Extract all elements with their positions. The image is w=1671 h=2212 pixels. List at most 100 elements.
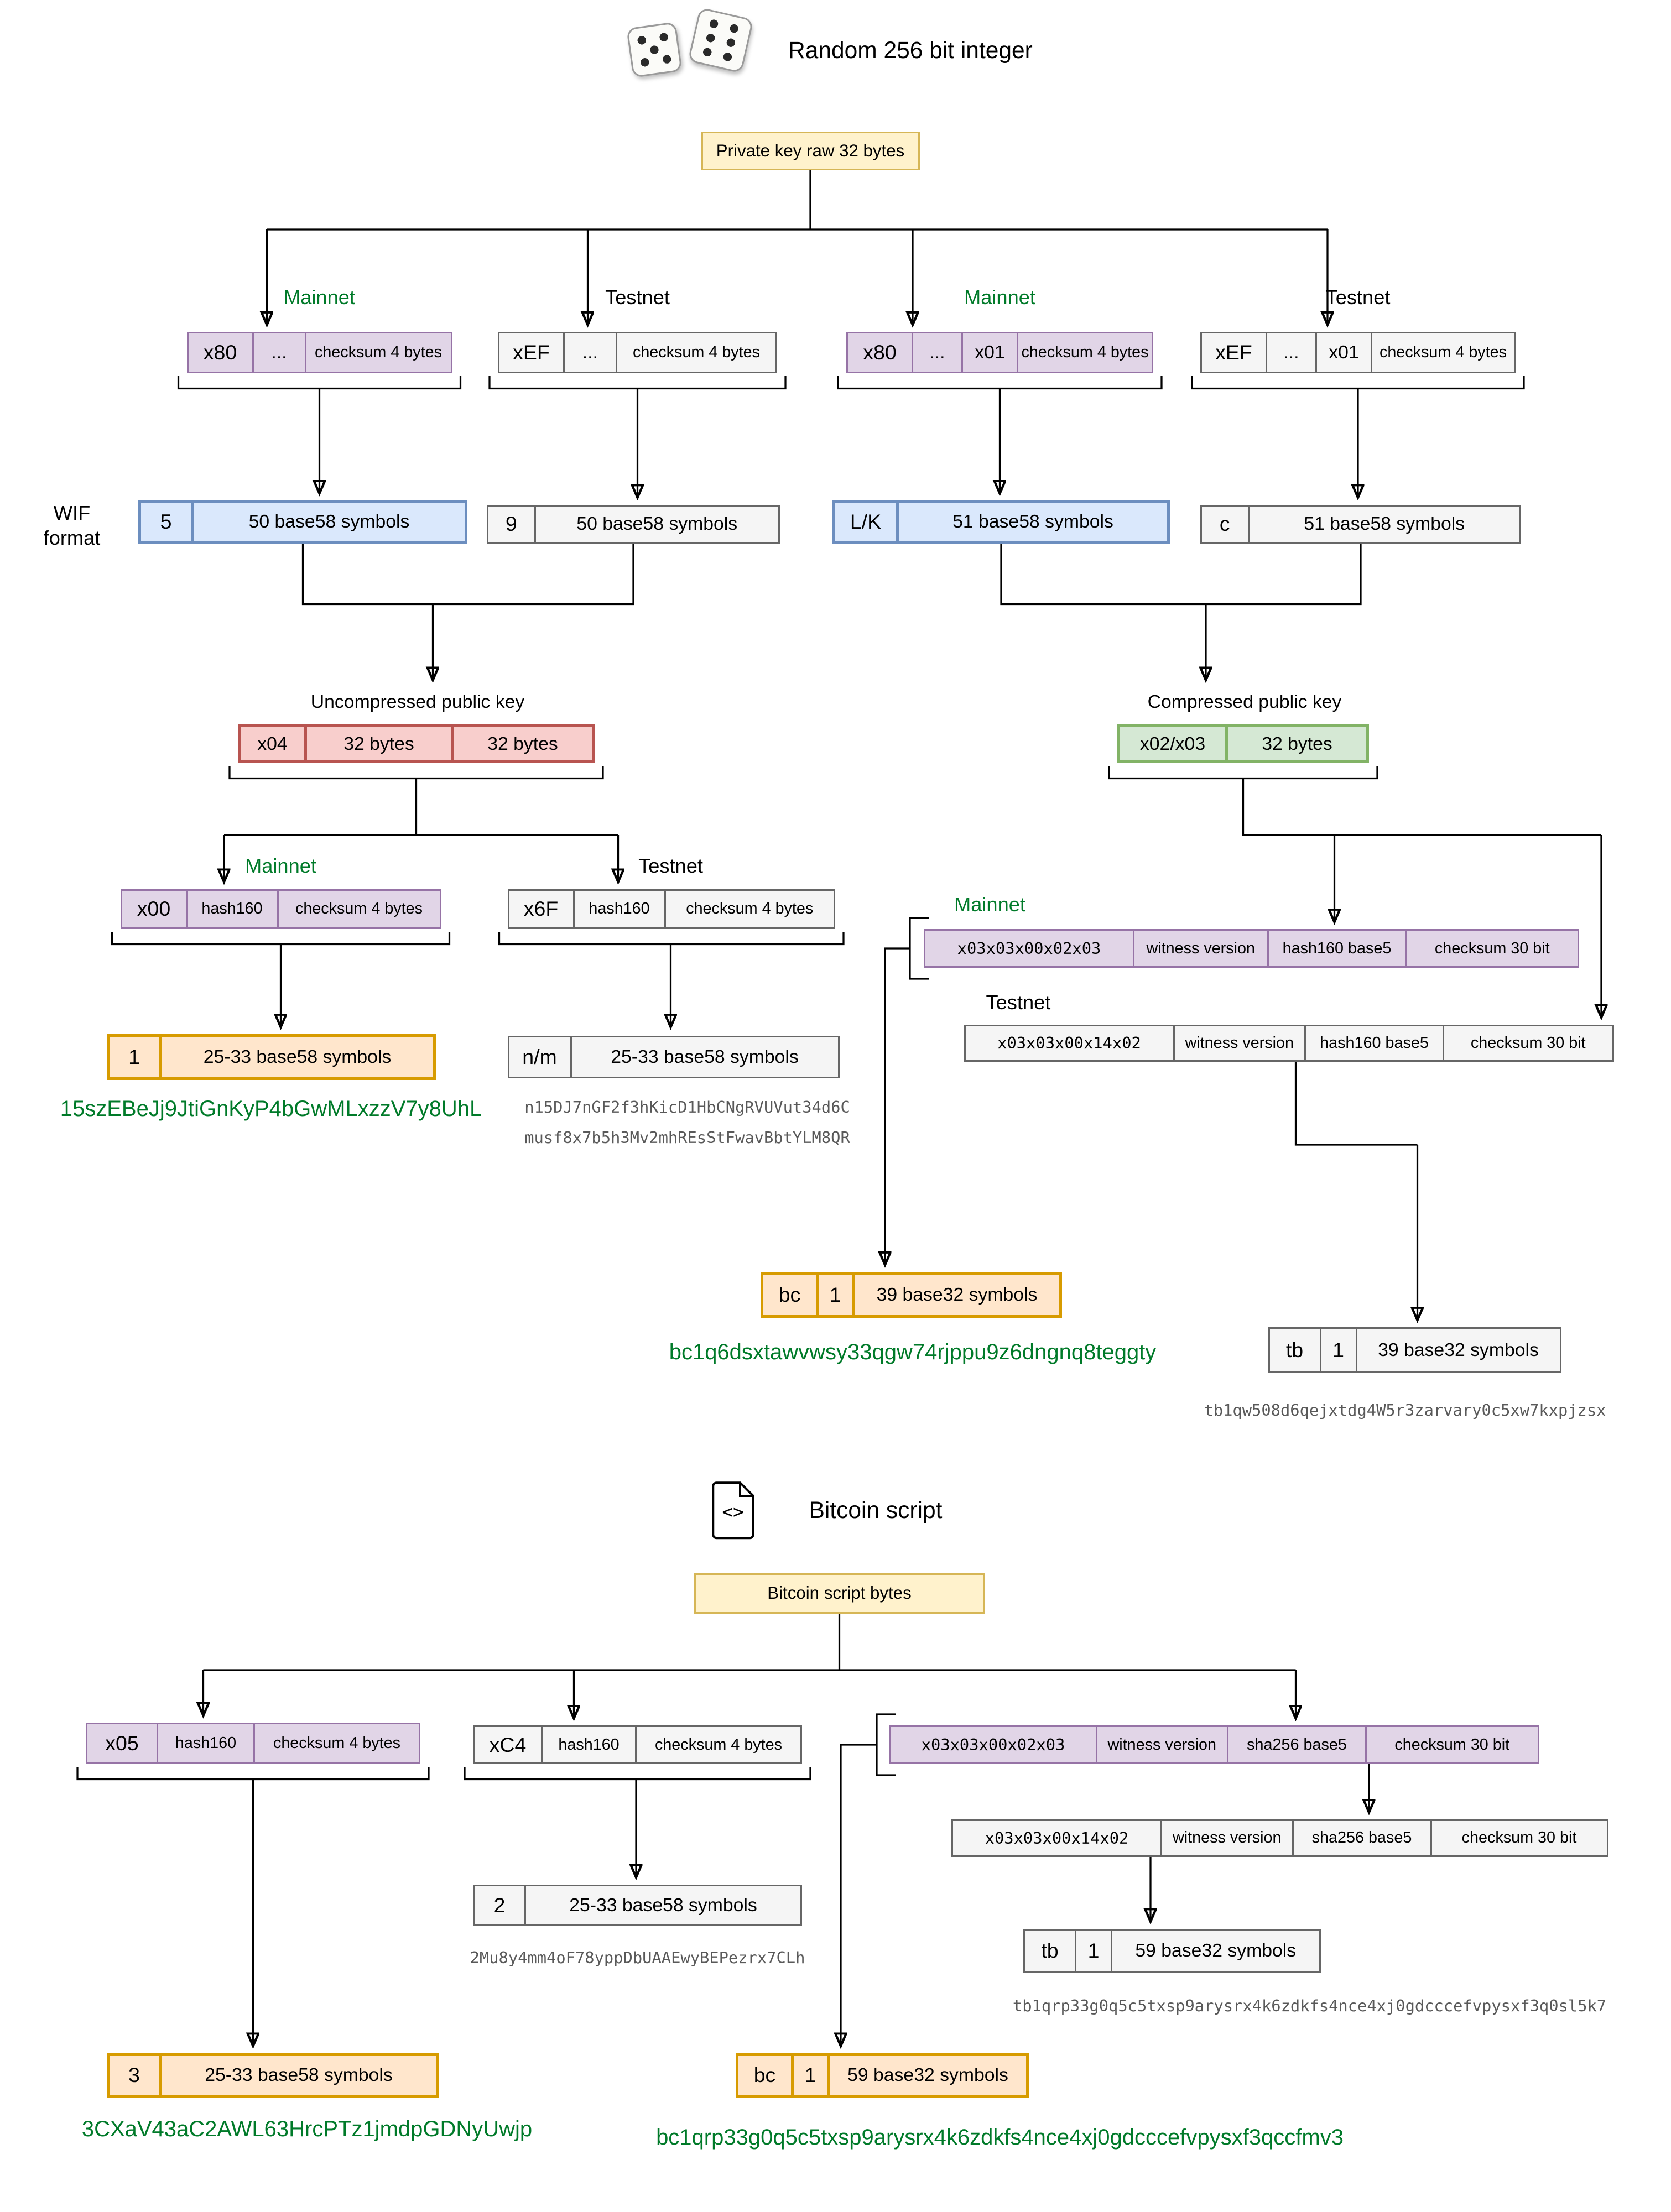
witness-version-seg: witness version — [1095, 1727, 1227, 1762]
version-prefix-seg: xC4 — [489, 1733, 527, 1756]
svg-text:<>: <> — [722, 1501, 743, 1522]
hrp-bytes-seg: x03x03x00x14x02 — [985, 1828, 1129, 1848]
p2wpkh-testnet-box: x03x03x00x14x02 witness version hash160 … — [964, 1024, 1614, 1062]
symbols-seg: 39 base32 symbols — [852, 1275, 1059, 1315]
compression-flag-seg: x01 — [961, 333, 1017, 372]
checksum-seg: checksum 4 bytes — [1371, 333, 1514, 372]
script-bytes-box: Bitcoin script bytes — [694, 1573, 985, 1614]
witness-version-seg: witness version — [1160, 1821, 1292, 1855]
privkey-testnet-uncompressed-box: xEF ... checksum 4 bytes — [498, 332, 777, 373]
prefix-seg: 5 — [160, 510, 172, 534]
testnet-label: Testnet — [986, 991, 1051, 1014]
payload-ellipsis-seg: ... — [563, 333, 616, 372]
checksum-seg: checksum 4 bytes — [664, 890, 834, 927]
hash160-seg: hash160 — [541, 1727, 635, 1762]
uncompressed-pubkey-box: x04 32 bytes 32 bytes — [238, 724, 595, 763]
address-box-p2wpkh-mainnet: bc 1 39 base32 symbols — [761, 1272, 1062, 1318]
checksum-seg: checksum 4 bytes — [253, 1724, 419, 1762]
version-prefix-seg: xEF — [513, 341, 550, 364]
hash160-seg: hash160 — [157, 1724, 253, 1762]
symbols-seg: 59 base32 symbols — [1111, 1930, 1319, 1971]
hash-base5-seg: hash160 base5 — [1267, 931, 1405, 966]
version-prefix-seg: x00 — [137, 897, 171, 921]
checksum-seg: checksum 30 bit — [1405, 931, 1578, 966]
address-p2pkh-testnet-n: n15DJ7nGF2f3hKicD1HbCNgRVUVut34d6C — [524, 1098, 850, 1117]
p2wsh-testnet-box: x03x03x00x14x02 witness version sha256 b… — [951, 1819, 1608, 1857]
testnet-label: Testnet — [638, 854, 703, 877]
address-box-p2sh-mainnet: 3 25-33 base58 symbols — [106, 2053, 439, 2098]
prefix-seg: x02/x03 — [1139, 733, 1206, 754]
script-icon: <> — [711, 1481, 754, 1540]
prefix-seg: 2 — [493, 1893, 506, 1917]
hrp-bytes-seg: x03x03x00x14x02 — [997, 1034, 1141, 1053]
privkey-mainnet-compressed-box: x80 ... x01 checksum 4 bytes — [846, 332, 1153, 373]
symbols-seg: 25-33 base58 symbols — [570, 1037, 838, 1077]
address-box-p2sh-testnet: 2 25-33 base58 symbols — [473, 1884, 802, 1926]
checksum-seg: checksum 4 bytes — [1017, 333, 1152, 372]
p2pkh-mainnet-box: x00 hash160 checksum 4 bytes — [120, 889, 441, 929]
symbols-seg: 51 base58 symbols — [1247, 506, 1520, 542]
privkey-testnet-compressed-box: xEF ... x01 checksum 4 bytes — [1200, 332, 1516, 373]
address-p2wpkh-mainnet: bc1q6dsxtawvwsy33qgw74rjppu9z6dngnq8tegg… — [669, 1339, 1157, 1364]
checksum-seg: checksum 4 bytes — [635, 1727, 800, 1762]
compressed-pubkey-label: Compressed public key — [1147, 691, 1342, 712]
witness-version-seg: witness version — [1173, 1026, 1305, 1060]
address-p2wsh-mainnet: bc1qrp33g0q5c5txsp9arysrx4k6zdkfs4nce4xj… — [656, 2125, 1344, 2150]
prefix-seg: c — [1219, 512, 1230, 535]
mainnet-label: Mainnet — [245, 854, 316, 877]
version-prefix-seg: x05 — [105, 1731, 139, 1755]
hrp-bytes-seg: x03x03x00x02x03 — [921, 1735, 1065, 1754]
mainnet-label: Mainnet — [284, 286, 355, 309]
testnet-label: Testnet — [1325, 286, 1391, 309]
private-key-label: Private key raw 32 bytes — [716, 140, 905, 160]
payload-ellipsis-seg: ... — [912, 333, 961, 372]
address-p2wsh-testnet: tb1qrp33g0q5c5txsp9arysrx4k6zdkfs4nce4xj… — [1012, 1996, 1607, 2015]
witness-version-seg: witness version — [1133, 931, 1267, 966]
separator-seg: 1 — [791, 2056, 827, 2095]
version-prefix-seg: x80 — [203, 341, 237, 364]
checksum-seg: checksum 30 bit — [1365, 1727, 1538, 1762]
page-title: Random 256 bit integer — [788, 37, 1033, 64]
script-bytes-label: Bitcoin script bytes — [767, 1583, 912, 1603]
checksum-seg: checksum 30 bit — [1443, 1026, 1612, 1060]
hrp-bytes-seg: x03x03x00x02x03 — [957, 939, 1101, 958]
symbols-seg: 39 base32 symbols — [1355, 1329, 1560, 1371]
hash-base5-seg: hash160 base5 — [1304, 1026, 1443, 1060]
bytes-seg: 32 bytes — [1225, 727, 1366, 760]
uncompressed-pubkey-label: Uncompressed public key — [310, 691, 525, 712]
prefix-seg: 1 — [128, 1045, 140, 1068]
private-key-box: Private key raw 32 bytes — [701, 131, 920, 170]
separator-seg: 1 — [1319, 1329, 1356, 1371]
script-section-title: Bitcoin script — [809, 1497, 943, 1524]
version-prefix-seg: xEF — [1215, 341, 1252, 364]
p2wsh-mainnet-box: x03x03x00x02x03 witness version sha256 b… — [889, 1725, 1539, 1764]
address-p2wpkh-testnet: tb1qw508d6qejxtdg4W5r3zarvary0c5xw7kxpjz… — [1204, 1400, 1606, 1420]
payload-ellipsis-seg: ... — [1266, 333, 1315, 372]
hrp-seg: tb — [1285, 1338, 1304, 1361]
hrp-seg: tb — [1041, 1939, 1059, 1962]
payload-ellipsis-seg: ... — [252, 333, 305, 372]
p2pkh-testnet-box: x6F hash160 checksum 4 bytes — [507, 889, 835, 929]
address-p2pkh-testnet-m: musf8x7b5h3Mv2mhREsStFwavBbtYLM8QR — [524, 1128, 850, 1147]
hash160-seg: hash160 — [185, 890, 277, 927]
address-p2sh-mainnet: 3CXaV43aC2AWL63HrcPTz1jmdpGDNyUwjp — [81, 2116, 533, 2141]
bytes-seg: 32 bytes — [451, 727, 592, 760]
hash-base5-seg: sha256 base5 — [1292, 1821, 1430, 1855]
mainnet-label: Mainnet — [954, 893, 1025, 916]
mainnet-label: Mainnet — [964, 286, 1035, 309]
symbols-seg: 50 base58 symbols — [191, 503, 465, 541]
dice-icon — [626, 22, 683, 78]
symbols-seg: 50 base58 symbols — [534, 506, 779, 542]
separator-seg: 1 — [816, 1275, 852, 1315]
symbols-seg: 25-33 base58 symbols — [524, 1886, 800, 1924]
prefix-seg: 9 — [505, 512, 517, 535]
wif-mainnet-uncompressed-box: 5 50 base58 symbols — [138, 500, 467, 544]
checksum-seg: checksum 4 bytes — [277, 890, 440, 927]
symbols-seg: 51 base58 symbols — [896, 503, 1167, 541]
p2sh-mainnet-box: x05 hash160 checksum 4 bytes — [86, 1723, 420, 1764]
prefix-seg: 3 — [128, 2063, 140, 2086]
address-box-p2wsh-mainnet: bc 1 59 base32 symbols — [736, 2053, 1029, 2098]
prefix-seg: n/m — [522, 1045, 557, 1068]
hrp-seg: bc — [753, 2063, 776, 2086]
